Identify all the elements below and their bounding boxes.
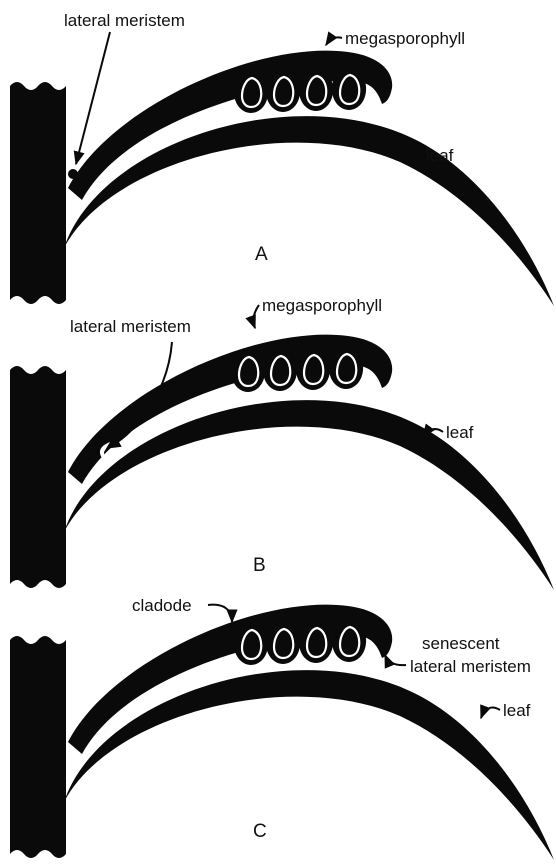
label-lateral-meristem-b: lateral meristem bbox=[70, 317, 191, 336]
arrow-cladode-c bbox=[208, 605, 232, 622]
label-leaf-b: leaf bbox=[446, 423, 474, 442]
arrow-leaf-c bbox=[481, 708, 500, 718]
panel-label-b: B bbox=[253, 555, 266, 576]
lateral-meristem-bud-a bbox=[68, 169, 78, 179]
arrow-megasporophyll-b bbox=[254, 305, 259, 328]
panel-a: lateral meristem megasporophyll leaf A bbox=[10, 11, 554, 306]
label-senescent-c: senescent bbox=[422, 634, 500, 653]
panel-c: cladode senescent lateral meristem leaf … bbox=[10, 596, 554, 860]
arrow-megasporophyll-a bbox=[326, 37, 342, 45]
label-lateral-meristem-c: lateral meristem bbox=[410, 657, 531, 676]
label-lateral-meristem-a: lateral meristem bbox=[64, 11, 185, 30]
label-cladode-c: cladode bbox=[132, 596, 192, 615]
panel-b: lateral meristem megasporophyll leaf B bbox=[10, 296, 554, 590]
arrow-lateral-meristem-c bbox=[385, 655, 406, 665]
label-megasporophyll-a: megasporophyll bbox=[345, 29, 465, 48]
panel-label-c: C bbox=[253, 821, 267, 842]
label-megasporophyll-b: megasporophyll bbox=[262, 296, 382, 315]
label-leaf-a: leaf bbox=[426, 146, 454, 165]
label-leaf-c: leaf bbox=[503, 701, 531, 720]
panel-label-a: A bbox=[255, 244, 268, 265]
